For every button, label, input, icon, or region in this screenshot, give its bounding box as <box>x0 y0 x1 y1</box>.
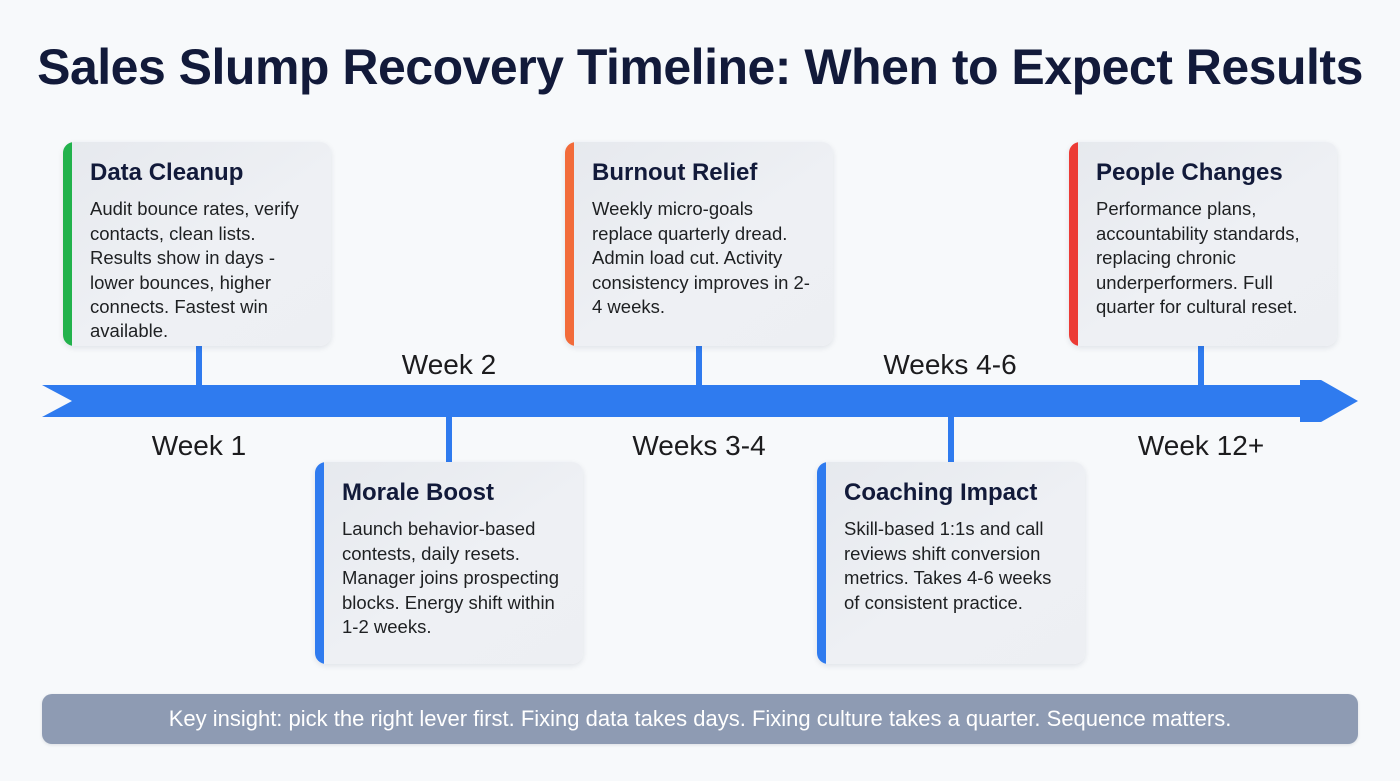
timeline-axis <box>0 380 1400 422</box>
card-title: Morale Boost <box>342 479 495 506</box>
period-label-week-12: Week 12+ <box>1137 430 1265 461</box>
period-label-week-1: Week 1 <box>151 430 247 461</box>
card-description: Audit bounce rates, verify contacts, cle… <box>90 198 299 342</box>
connector-week-1 <box>196 346 202 386</box>
milestone-card-burnout-relief[interactable]: Burnout Relief Weekly micro-goals replac… <box>565 142 833 346</box>
accent-bar-blue <box>315 462 324 664</box>
accent-bar-green <box>63 142 72 346</box>
card-body: Burnout Relief Weekly micro-goals replac… <box>574 142 833 346</box>
timeline-arrow-icon <box>42 380 1358 422</box>
connector-week-2 <box>446 416 452 464</box>
card-body: Data Cleanup Audit bounce rates, verify … <box>72 142 331 346</box>
milestone-card-coaching-impact[interactable]: Coaching Impact Skill-based 1:1s and cal… <box>817 462 1085 664</box>
card-description: Weekly micro-goals replace quarterly dre… <box>592 198 810 318</box>
period-label-weeks-3-4: Weeks 3-4 <box>632 430 766 461</box>
connector-weeks-3-4 <box>696 346 702 386</box>
key-insight-banner: Key insight: pick the right lever first.… <box>42 694 1358 744</box>
milestone-card-data-cleanup[interactable]: Data Cleanup Audit bounce rates, verify … <box>63 142 331 346</box>
card-description: Launch behavior-based contests, daily re… <box>342 518 559 638</box>
page-title: Sales Slump Recovery Timeline: When to E… <box>37 39 1363 95</box>
milestone-card-morale-boost[interactable]: Morale Boost Launch behavior-based conte… <box>315 462 583 664</box>
card-title: Burnout Relief <box>592 159 758 186</box>
card-body: Morale Boost Launch behavior-based conte… <box>324 462 583 664</box>
connector-weeks-4-6 <box>948 416 954 464</box>
card-title: Coaching Impact <box>844 479 1038 506</box>
period-label-week-2: Week 2 <box>401 349 497 380</box>
card-title: People Changes <box>1096 159 1283 186</box>
card-title: Data Cleanup <box>90 159 244 186</box>
card-description: Performance plans, accountability standa… <box>1096 198 1300 318</box>
accent-bar-blue <box>817 462 826 664</box>
accent-bar-orange <box>565 142 574 346</box>
period-label-weeks-4-6: Weeks 4-6 <box>883 349 1017 380</box>
card-body: People Changes Performance plans, accoun… <box>1078 142 1337 346</box>
card-body: Coaching Impact Skill-based 1:1s and cal… <box>826 462 1085 664</box>
card-description: Skill-based 1:1s and call reviews shift … <box>844 518 1052 613</box>
accent-bar-red <box>1069 142 1078 346</box>
milestone-card-people-changes[interactable]: People Changes Performance plans, accoun… <box>1069 142 1337 346</box>
connector-week-12 <box>1198 346 1204 386</box>
key-insight-text: Key insight: pick the right lever first.… <box>168 706 1232 731</box>
